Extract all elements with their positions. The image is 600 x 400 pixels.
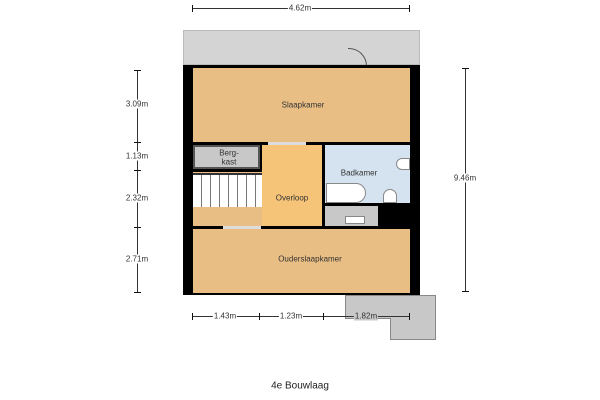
dim-tick (259, 313, 260, 320)
washbasin (345, 216, 365, 224)
dim-left-label: 3.09m (124, 99, 150, 109)
dim-tick (134, 227, 141, 228)
dim-tick (134, 70, 141, 71)
dim-right-label: 9.46m (452, 173, 478, 183)
room-slaapkamer (193, 68, 410, 142)
dim-top-label: 4.62m (287, 3, 313, 13)
room-overloop (262, 145, 322, 226)
sink (396, 158, 410, 170)
label-bergkast-2: kast (221, 157, 237, 167)
dim-left-label: 2.71m (124, 254, 150, 264)
dim-tick (409, 5, 410, 12)
dim-tick (134, 170, 141, 171)
floor-title: 4e Bouwlaag (271, 380, 329, 392)
dim-tick (134, 142, 141, 143)
dim-left-label: 2.32m (124, 193, 150, 203)
label-badkamer: Badkamer (340, 168, 378, 178)
label-slaapkamer: Slaapkamer (281, 100, 325, 110)
dim-bottom-label: 1.23m (278, 311, 304, 321)
room-bergkast (193, 145, 260, 169)
label-bergkast-1: Berg- (219, 148, 239, 158)
roof-extension-step (390, 318, 436, 340)
dim-tick (409, 313, 410, 320)
dim-line-left (137, 70, 138, 292)
dim-tick (192, 313, 193, 320)
label-overloop: Overloop (275, 193, 309, 203)
dim-bottom-label: 1.43m (212, 311, 238, 321)
door-ouderslaapkamer (223, 226, 261, 229)
dim-bottom-label: 1.82m (353, 311, 379, 321)
stairs (193, 173, 262, 207)
room-ouderslaapkamer (193, 229, 410, 293)
dim-tick (134, 292, 141, 293)
door-overloop-top (268, 142, 306, 145)
label-ouderslaapkamer: Ouderslaapkamer (278, 254, 342, 264)
dim-left-label: 1.13m (124, 151, 150, 161)
toilet (383, 189, 397, 203)
dim-tick (323, 313, 324, 320)
dim-tick (192, 5, 193, 12)
bathtub (326, 183, 366, 203)
dim-tick (462, 291, 469, 292)
dim-tick (462, 68, 469, 69)
balcony (183, 30, 420, 65)
